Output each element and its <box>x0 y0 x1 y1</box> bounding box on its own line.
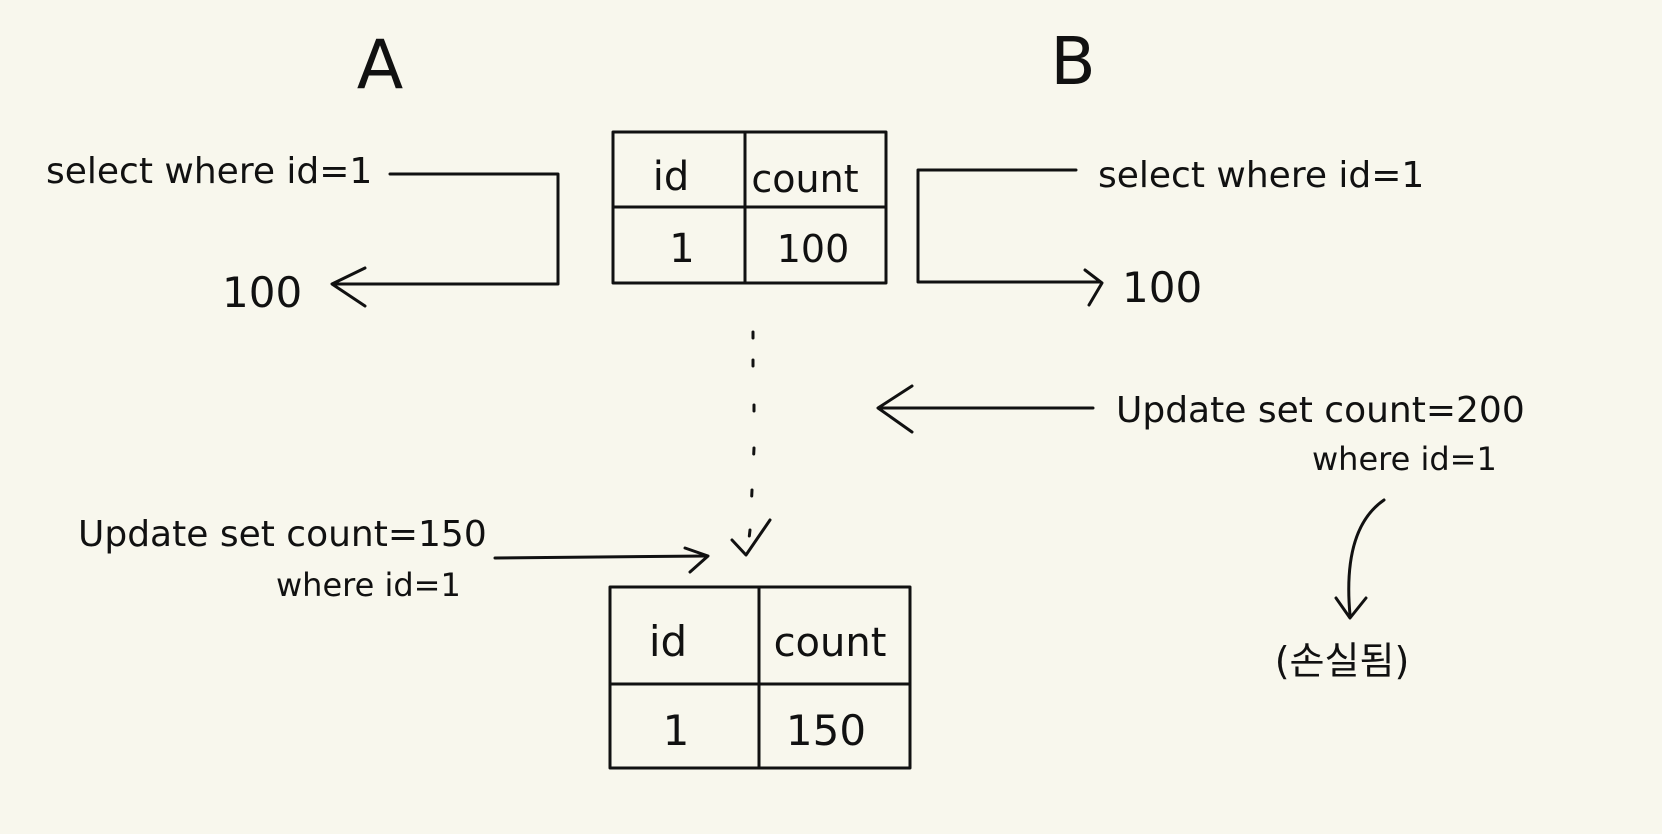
b-select-query: select where id=1 <box>1098 155 1424 196</box>
a-update-query-line1: Update set count=150 <box>78 514 487 555</box>
table-bottom-cell-count: 150 <box>786 706 866 755</box>
table-bottom-header-id: id <box>649 617 687 666</box>
lost-update-arrowhead <box>1334 596 1368 620</box>
table-transition-arrow <box>746 330 756 550</box>
b-update-query-line2: where id=1 <box>1312 440 1497 478</box>
lost-update-arrow <box>1347 498 1386 617</box>
table-top-cell-count: 100 <box>777 227 850 271</box>
a-select-arrow <box>333 172 560 286</box>
table-top-cell-id: 1 <box>669 226 694 272</box>
b-select-arrow <box>916 168 1102 284</box>
b-update-query-line1: Update set count=200 <box>1116 390 1525 431</box>
table-top: id count 1 100 <box>611 130 888 285</box>
transaction-a-label: A <box>357 26 404 105</box>
table-bottom: id count 1 150 <box>608 585 912 770</box>
lost-update-note: (손실됨) <box>1275 639 1410 683</box>
table-top-header-count: count <box>751 157 858 201</box>
transaction-b-label: B <box>1050 23 1095 100</box>
a-select-query: select where id=1 <box>46 151 372 192</box>
table-top-header-id: id <box>653 154 690 200</box>
table-transition-arrowhead <box>730 518 772 557</box>
a-update-arrow <box>493 554 709 560</box>
a-select-arrowhead <box>330 266 367 308</box>
a-select-result: 100 <box>222 268 302 317</box>
table-bottom-header-count: count <box>774 620 887 666</box>
b-select-arrowhead <box>1083 268 1104 307</box>
b-select-result: 100 <box>1122 263 1202 312</box>
b-update-arrowhead <box>876 384 914 434</box>
a-update-query-line2: where id=1 <box>276 566 461 604</box>
table-bottom-cell-id: 1 <box>663 706 690 755</box>
a-update-arrowhead <box>683 546 710 574</box>
